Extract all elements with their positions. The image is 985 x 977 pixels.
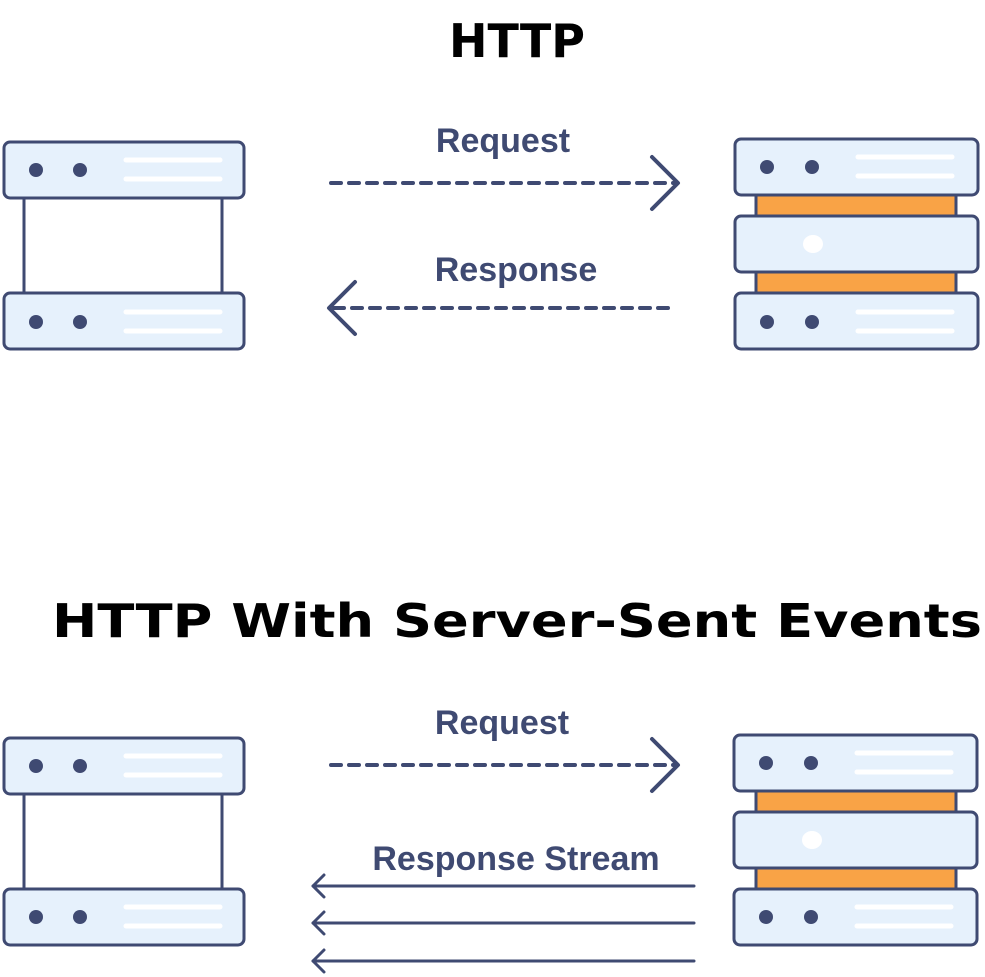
- sse-section: HTTP With Server-Sent Events: [2, 594, 982, 974]
- sse-response-stream-arrows: [311, 873, 696, 974]
- http-response-arrow: [327, 280, 678, 336]
- http-title: HTTP: [449, 14, 585, 68]
- response-stream-arrow-3: [311, 948, 696, 974]
- client-bottom-unit: [2, 291, 246, 351]
- response-stream-arrow-1: [311, 873, 696, 899]
- server-accent-band-lower: [754, 866, 958, 892]
- client-server-icon: [2, 140, 246, 351]
- server-top-unit: [733, 137, 980, 197]
- server-bottom-unit: [732, 887, 979, 947]
- http-request-arrow: [329, 155, 680, 211]
- sse-request-arrow: [329, 737, 680, 793]
- server-middle-unit: [732, 810, 979, 870]
- response-stream-arrow-2: [311, 910, 696, 936]
- sse-request-label: Request: [435, 704, 569, 742]
- server-bottom-unit: [733, 291, 980, 351]
- server-stack-icon: [733, 137, 980, 351]
- client-top-unit: [2, 140, 246, 200]
- http-section: HTTP: [2, 14, 980, 351]
- server-middle-unit: [733, 214, 980, 274]
- server-accent-band-upper: [754, 788, 958, 816]
- server-accent-band-lower: [754, 270, 958, 296]
- client-top-unit: [2, 736, 246, 796]
- sse-title: HTTP With Server-Sent Events: [52, 594, 982, 648]
- sse-response-stream-label: Response Stream: [372, 840, 659, 878]
- http-request-label: Request: [436, 122, 570, 160]
- server-stack-icon: [732, 733, 979, 947]
- http-response-label: Response: [435, 251, 598, 289]
- server-top-unit: [732, 733, 979, 793]
- server-accent-band-upper: [754, 192, 958, 220]
- client-bottom-unit: [2, 887, 246, 947]
- client-server-icon: [2, 736, 246, 947]
